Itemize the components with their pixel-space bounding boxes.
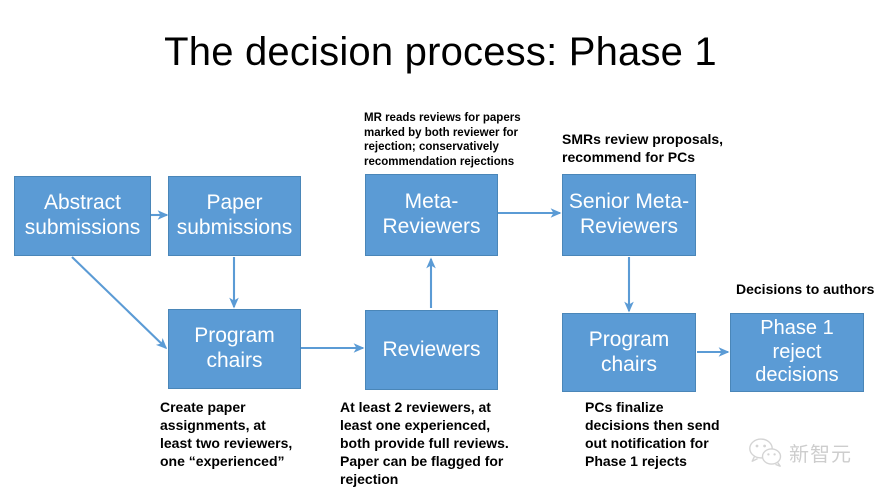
note-meta-reviewers: MR reads reviews for papers marked by bo… (364, 112, 521, 169)
node-program-chairs-1[interactable]: Program chairs (168, 309, 301, 389)
watermark-text: 新智元 (789, 441, 852, 466)
arrow-abstract-to-program-chairs (71, 256, 168, 350)
node-meta-reviewers[interactable]: Meta- Reviewers (365, 174, 498, 256)
node-reviewers[interactable]: Reviewers (365, 310, 498, 390)
node-paper-submissions[interactable]: Paper submissions (168, 176, 301, 256)
note-senior-meta-reviewers: SMRs review proposals, recommend for PCs (562, 131, 724, 165)
node-phase1-reject-decisions[interactable]: Phase 1 reject decisions (730, 313, 864, 392)
note-reviewers-requirements: At least 2 reviewers, at least one exper… (340, 399, 509, 487)
node-abstract-submissions[interactable]: Abstract submissions (14, 176, 151, 256)
node-program-chairs-2[interactable]: Program chairs (562, 313, 696, 392)
watermark: 新智元 (748, 437, 852, 467)
slide-title: The decision process: Phase 1 (164, 30, 717, 74)
note-pcs-finalize: PCs finalize decisions then send out not… (585, 399, 720, 469)
node-senior-meta-reviewers[interactable]: Senior Meta- Reviewers (562, 174, 696, 256)
wechat-bubbles-icon (749, 438, 782, 467)
note-program-chairs-assignments: Create paper assignments, at least two r… (160, 399, 293, 469)
note-decisions-to-authors: Decisions to authors (736, 281, 875, 297)
